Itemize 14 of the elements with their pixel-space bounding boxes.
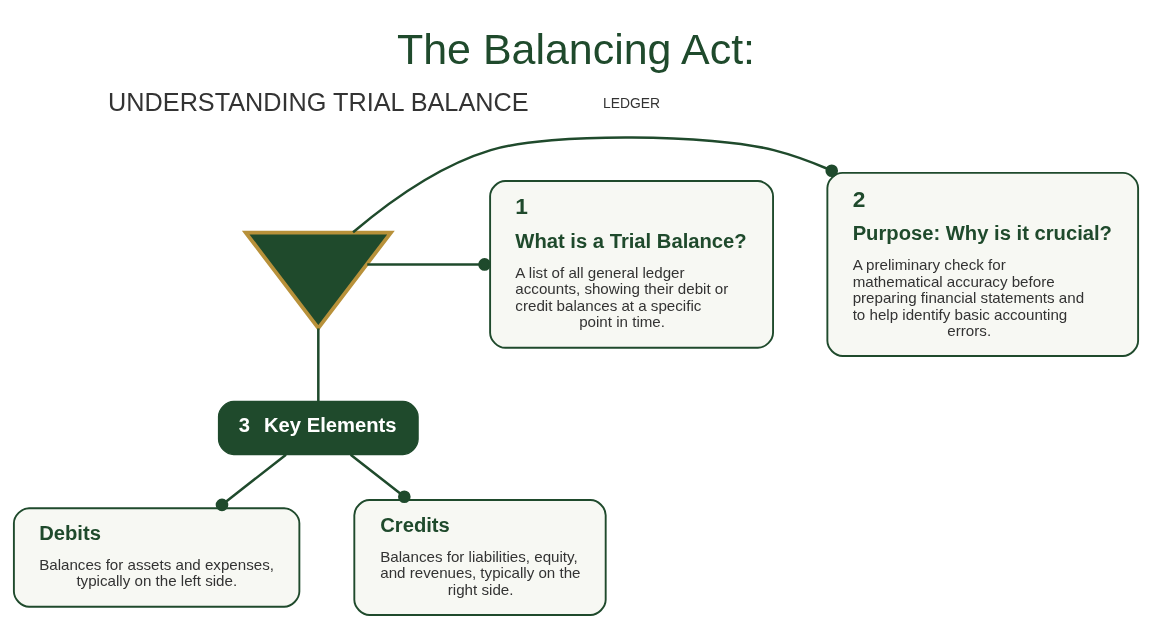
connector	[349, 453, 411, 504]
label: LEDGER	[603, 95, 661, 112]
node-box: 1 What is a Trial Balance? A list of all general ledger accounts, showing their debit or credit balances at a specific point in time.	[489, 180, 774, 349]
diagram-title: The Balancing Act:	[396, 25, 756, 74]
connector	[352, 136, 839, 234]
connector	[367, 258, 491, 271]
node-box: 3 Key Elements	[217, 400, 419, 456]
connector	[317, 328, 320, 402]
node-box: 2 Purpose: Why is it crucial? A preliminary check for mathematical accuracy before preparing financial statements and to help identify basic accounting errors.	[826, 171, 1140, 357]
label: UNDERSTANDING TRIAL BALANCE	[108, 87, 529, 116]
connector	[215, 453, 287, 512]
node-picture	[241, 230, 395, 332]
node-box: Credits Balances for liabilities, equity, and revenues, typically on the right side.	[353, 499, 607, 616]
node-box: Debits Balances for assets and expenses, typically on the left side.	[12, 507, 301, 608]
